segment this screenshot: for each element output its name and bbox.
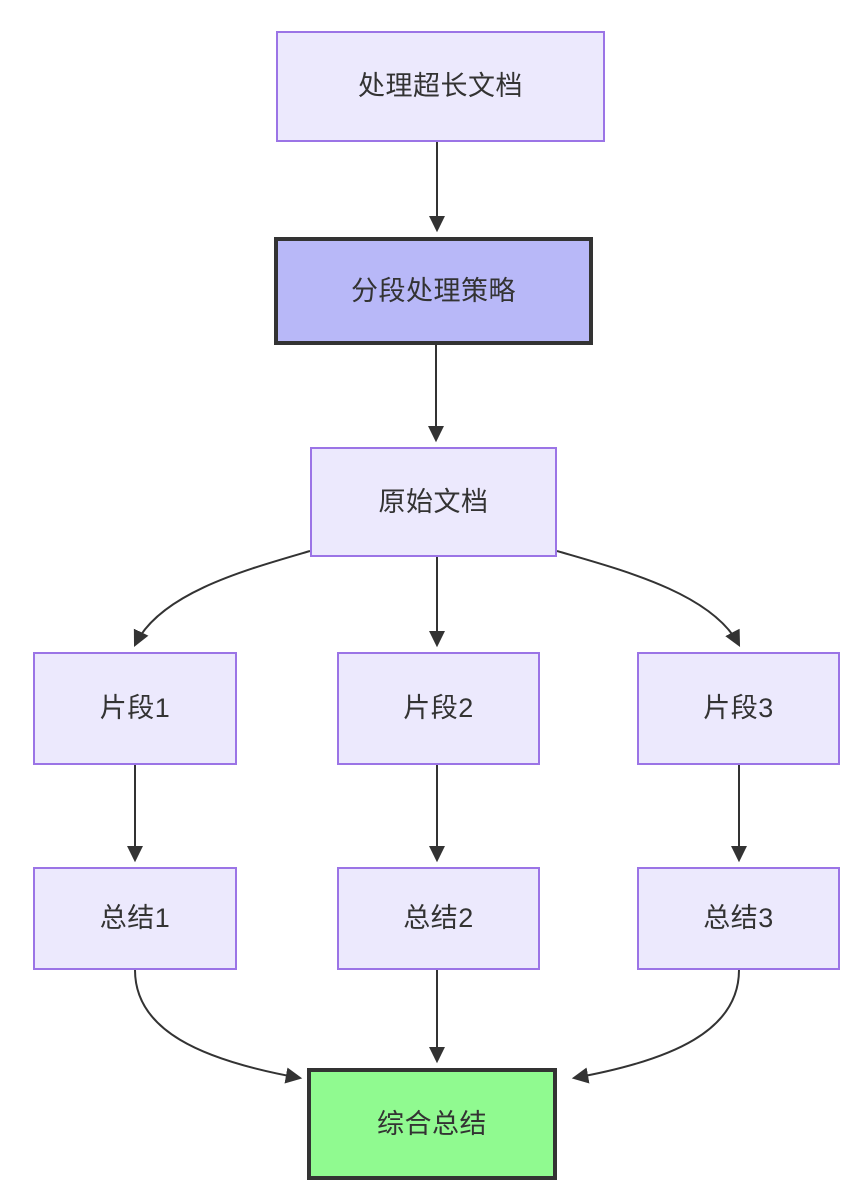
node-long-doc[interactable]: 处理超长文档 bbox=[276, 31, 605, 142]
edge-source-doc-to-frag-1 bbox=[133, 550, 311, 648]
node-summary-1[interactable]: 总结1 bbox=[33, 867, 237, 970]
node-strategy[interactable]: 分段处理策略 bbox=[274, 237, 593, 345]
edge-sum-3-to-final bbox=[571, 969, 740, 1084]
node-source-doc[interactable]: 原始文档 bbox=[310, 447, 557, 557]
edge-source-doc-to-frag-3 bbox=[556, 550, 741, 647]
node-fragment-1[interactable]: 片段1 bbox=[33, 652, 237, 765]
node-fragment-3[interactable]: 片段3 bbox=[637, 652, 840, 765]
node-final-summary[interactable]: 综合总结 bbox=[307, 1068, 557, 1180]
node-fragment-2[interactable]: 片段2 bbox=[337, 652, 540, 765]
node-summary-2[interactable]: 总结2 bbox=[337, 867, 540, 970]
node-summary-3[interactable]: 总结3 bbox=[637, 867, 840, 970]
edge-sum-1-to-final bbox=[134, 969, 303, 1084]
